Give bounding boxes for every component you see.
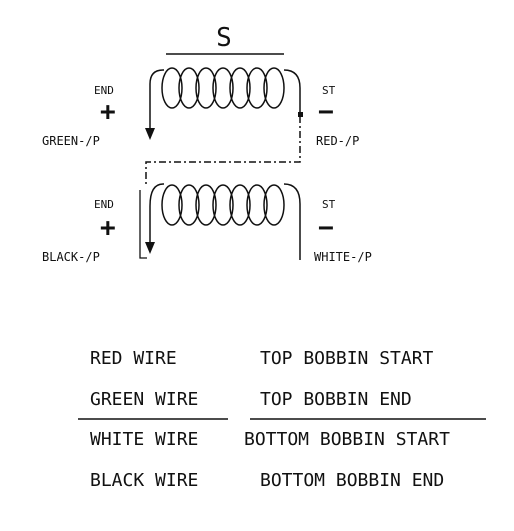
bottom-coil-right-wire-label: WHITE-/P xyxy=(314,250,372,264)
bottom-coil-left-bracket xyxy=(139,190,147,259)
top-coil-right-lead xyxy=(283,69,301,112)
legend-row-2-meaning: TOP BOBBIN END xyxy=(260,389,412,410)
series-connection-link xyxy=(145,116,301,184)
bottom-coil-left-lead xyxy=(149,183,164,207)
top-coil-arrow-icon xyxy=(145,128,155,140)
legend-row-4-wire: BLACK WIRE xyxy=(90,470,198,491)
bottom-coil-right-end-label: ST xyxy=(322,198,336,211)
coil-title: S xyxy=(216,23,232,53)
top-coil-right-sign: − xyxy=(318,97,334,127)
wire-legend-table: RED WIRE TOP BOBBIN START GREEN WIRE TOP… xyxy=(78,348,486,491)
bottom-coil-left-sign: + xyxy=(100,213,116,243)
top-coil-right-wire-label: RED-/P xyxy=(316,134,359,148)
legend-row-2-wire: GREEN WIRE xyxy=(90,389,198,410)
top-coil-right-end-label: ST xyxy=(322,84,336,97)
bottom-coil-arrow-icon xyxy=(145,242,155,254)
bottom-coil-left-wire-label: BLACK-/P xyxy=(42,250,100,264)
bottom-coil-left-end-label: END xyxy=(94,198,114,211)
top-coil-left-sign: + xyxy=(100,97,116,127)
top-coil-winding xyxy=(161,67,285,109)
top-coil-right-terminal xyxy=(298,112,303,117)
legend-row-1-meaning: TOP BOBBIN START xyxy=(260,348,434,369)
legend-row-1-wire: RED WIRE xyxy=(90,348,177,369)
top-coil-left-end-label: END xyxy=(94,84,114,97)
top-coil xyxy=(145,67,303,140)
legend-row-3-meaning: BOTTOM BOBBIN START xyxy=(244,429,450,450)
legend-row-3-wire: WHITE WIRE xyxy=(90,429,198,450)
bottom-coil-winding xyxy=(161,184,285,226)
legend-row-4-meaning: BOTTOM BOBBIN END xyxy=(260,470,444,491)
top-coil-left-lead xyxy=(149,69,164,85)
bottom-coil xyxy=(139,183,301,260)
bottom-coil-right-sign: − xyxy=(318,213,334,243)
bottom-coil-right-lead xyxy=(283,183,301,260)
top-coil-left-wire-label: GREEN-/P xyxy=(42,134,100,148)
